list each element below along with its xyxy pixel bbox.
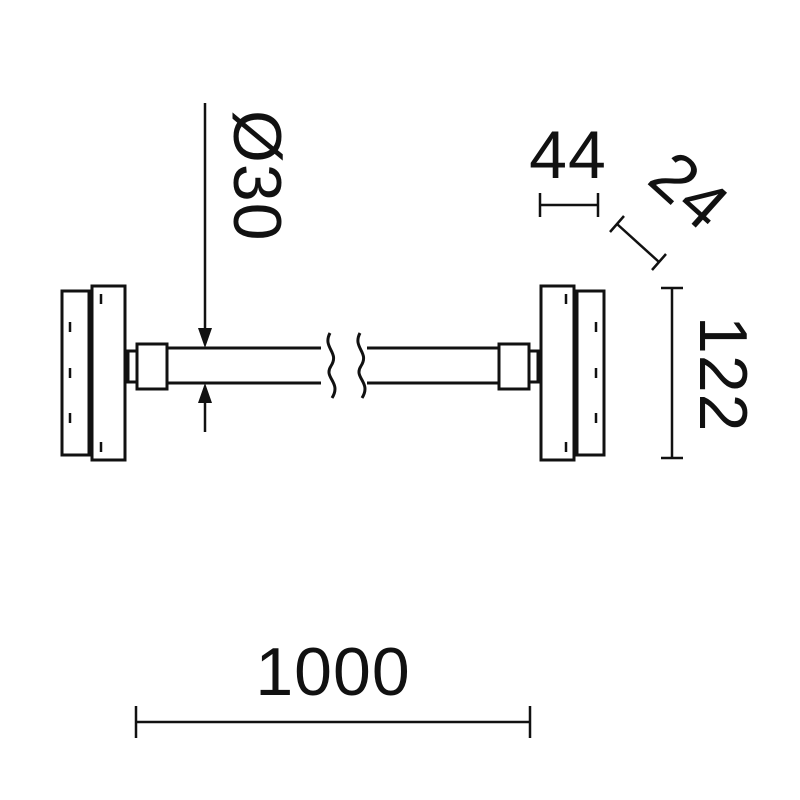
diameter-label: Ø30 xyxy=(219,110,295,242)
fixture-length-label: 1000 xyxy=(255,634,410,710)
dimension-bracket-height: 122 xyxy=(661,286,761,460)
bracket-depth-line xyxy=(616,223,660,263)
dimension-tube-diameter: Ø30 xyxy=(198,103,295,432)
dimension-fixture-length: 1000 xyxy=(134,634,532,738)
left-holder xyxy=(135,342,169,391)
tube-right-segment xyxy=(367,346,499,385)
right-holder xyxy=(497,342,531,391)
break-curve-left xyxy=(326,332,337,399)
dimension-bracket-depth: 24 xyxy=(609,137,744,271)
diameter-arrow-up-icon xyxy=(198,383,212,403)
left-bracket xyxy=(60,284,127,462)
bracket-width-ticks xyxy=(538,193,600,217)
break-symbol xyxy=(326,332,367,399)
right-bracket xyxy=(539,284,606,462)
bracket-depth-label: 24 xyxy=(635,137,744,245)
diameter-arrow-down-icon xyxy=(198,328,212,348)
left-front-plate xyxy=(90,284,127,462)
right-collar xyxy=(527,349,540,384)
break-curve-right xyxy=(356,332,367,399)
bracket-height-ticks xyxy=(661,286,683,460)
right-front-plate xyxy=(539,284,576,462)
bracket-depth-ticks xyxy=(609,215,667,271)
left-back-plate xyxy=(60,289,91,457)
bracket-width-label: 44 xyxy=(529,117,607,193)
tube xyxy=(167,346,499,385)
right-mount xyxy=(497,342,540,391)
tube-left-segment xyxy=(167,346,321,385)
bracket-height-label: 122 xyxy=(685,316,761,432)
left-mount xyxy=(126,342,169,391)
fixture-length-ticks xyxy=(134,706,532,738)
right-back-plate xyxy=(575,289,606,457)
dimension-bracket-width: 44 xyxy=(529,117,607,217)
